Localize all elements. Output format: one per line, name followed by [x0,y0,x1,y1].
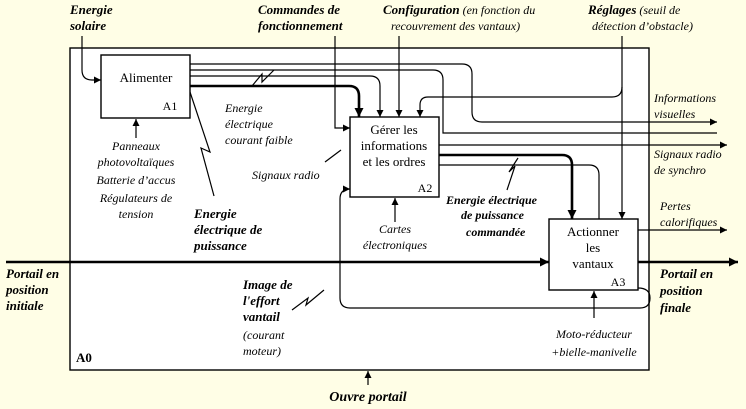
a0-label: A0 [76,350,92,365]
label-portail-final-2: position [659,283,703,298]
activity-a1: Alimenter A1 [100,54,191,119]
label-configuration-2: recouvrement des vantaux) [391,19,520,33]
label-image-effort-5: moteur) [243,344,281,358]
a3-title-line1: Actionner [567,224,620,239]
label-energie-commandee-1: Energie électrique [445,193,538,207]
mech-a3-2: +bielle-manivelle [551,345,637,359]
label-portail-initial-2: position [5,282,49,297]
label-reglages-1: Réglages (seuil de [587,2,681,17]
arrow-commandes [334,36,350,132]
label-commandes-2: fonctionnement [258,18,343,33]
arrow-image-effort [339,185,651,309]
label-commandes-1: Commandes de [258,2,340,17]
a3-title-line3: vantaux [572,256,614,271]
label-energie-solaire-1: Energie [69,2,113,17]
label-portail-initial-3: initiale [6,298,44,313]
a1-id: A1 [163,99,178,113]
label-informations-visuelles-2: visuelles [654,107,696,121]
mech-a1-1: Panneaux [111,139,161,153]
configuration-bold: Configuration [383,2,460,17]
label-image-effort-1: Image de [242,277,293,292]
squiggle-energie-commandee [506,157,519,191]
label-energie-faible-1: Energie [224,101,263,115]
line-reglages-junction [611,86,623,98]
label-energie-puissance-1: Energie [193,206,237,221]
label-signaux-synchro-2: de synchro [654,163,706,177]
label-portail-initial-1: Portail en [6,266,59,281]
a2-title-line3: et les ordres [363,154,426,169]
label-energie-solaire-2: solaire [69,18,106,33]
a2-title-line2: informations [361,138,427,153]
squiggle-energie-faible [251,69,275,87]
a3-title-line2: les [586,240,600,255]
label-signaux-radio: Signaux radio [252,168,320,182]
a1-title: Alimenter [120,70,173,85]
activity-a2: Gérer les informations et les ordres A2 [349,116,440,198]
arrow-reglages-a2 [416,96,612,117]
label-energie-faible-2: électrique [225,117,274,131]
label-energie-commandee-3: commandée [466,225,526,239]
arrow-energie-solaire [81,36,101,84]
label-informations-visuelles-1: Informations [653,91,716,105]
a2-id: A2 [418,181,433,195]
leader-signaux-radio [324,149,342,163]
label-ouvre-portail: Ouvre portail [329,390,407,405]
label-image-effort-4: (courant [243,328,285,342]
mech-a2-1: Cartes [379,222,411,236]
label-image-effort-3: vantail [243,309,280,324]
label-energie-commandee-2: de puissance [461,208,525,222]
label-pertes-1: Pertes [659,199,691,213]
label-reglages-2: détection d’obstacle) [592,19,693,33]
label-pertes-2: calorifiques [660,215,718,229]
arrow-informations-visuelles [190,63,717,126]
reglages-rest: (seuil de [636,3,681,17]
label-configuration-1: Configuration (en fonction du [383,2,535,17]
line-a2-a3-extra [439,164,600,219]
squiggle-energie-puissance [189,91,215,197]
reglages-bold: Réglages [587,2,636,17]
label-signaux-synchro-1: Signaux radio [654,147,722,161]
label-image-effort-2: l'effort [243,293,280,308]
squiggle-image-effort [291,289,325,311]
label-energie-puissance-2: électrique de [194,222,262,237]
mech-a1-3: Batterie d’accus [97,173,176,187]
arrow-energie-courant-faible [190,75,384,117]
line-signaux-radio-synchro-a1 [190,69,717,134]
label-portail-final-1: Portail en [660,266,713,281]
mech-a1-5: tension [119,207,154,221]
a2-title-line1: Gérer les [370,122,417,137]
mech-a2-2: électroniques [363,238,428,252]
mech-a1-2: photovoltaïques [97,155,175,169]
activity-a3: Actionner les vantaux A3 [548,218,639,291]
arrow-energie-puissance [190,84,364,117]
label-portail-final-3: finale [660,300,691,315]
a3-id: A3 [611,275,626,289]
label-energie-puissance-3: puissance [193,238,247,253]
mech-a3-1: Moto-réducteur [555,327,632,341]
configuration-rest: (en fonction du [460,3,536,17]
label-energie-faible-3: courant faible [225,133,293,147]
mech-a1-4: Régulateurs de [99,191,173,205]
